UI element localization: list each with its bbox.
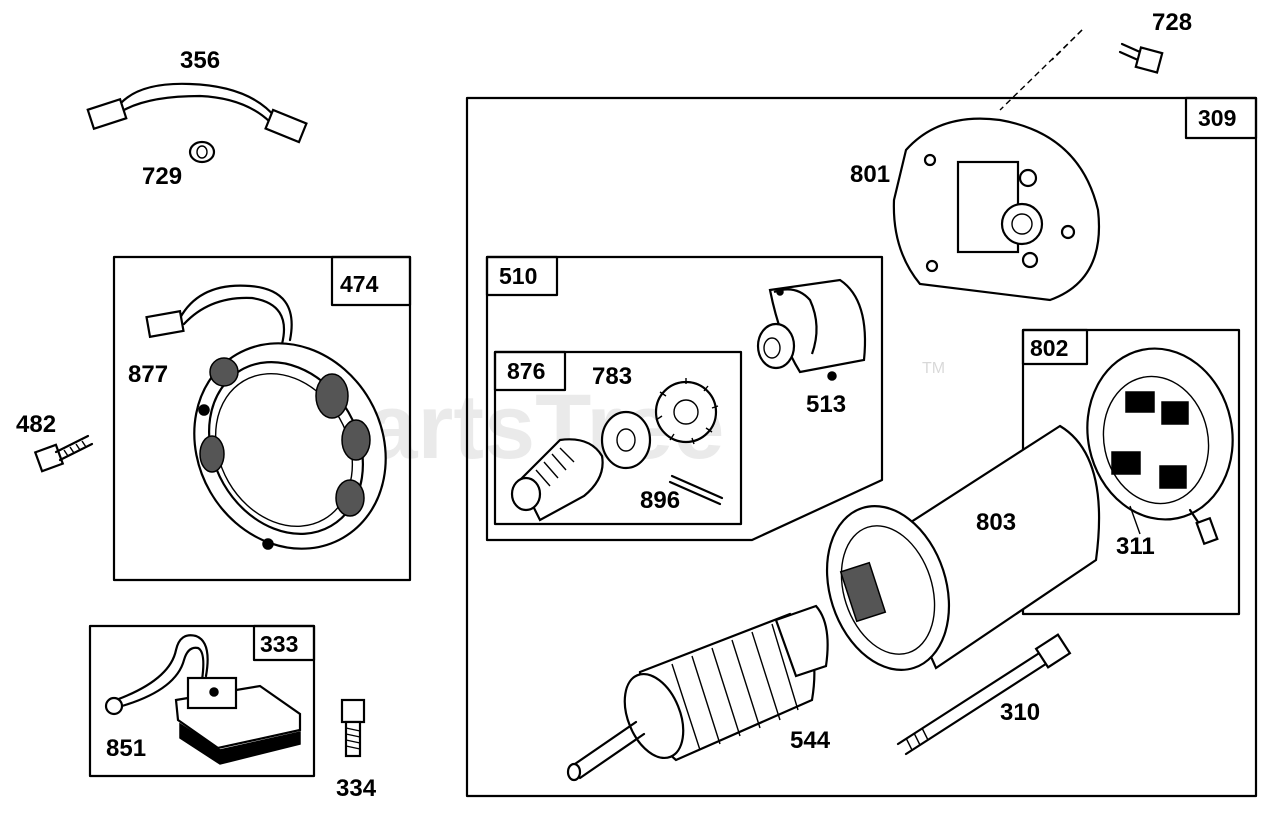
box-876: 876 (493, 350, 743, 526)
label-877: 877 (128, 361, 168, 388)
label-311: 311 (1116, 533, 1155, 560)
label-728: 728 (1152, 9, 1192, 36)
label-851: 851 (106, 735, 146, 762)
label-783: 783 (592, 363, 632, 390)
label-482: 482 (16, 411, 56, 438)
screw-482-drawing (33, 434, 94, 473)
field-frame-803-drawing (825, 424, 1101, 671)
box-label-510: 510 (499, 263, 537, 289)
label-803: 803 (976, 509, 1016, 536)
box-333: 333 (88, 624, 316, 778)
box-309: 309 (465, 96, 1258, 798)
box-label-876: 876 (507, 358, 545, 384)
drive-housing-513-drawing (756, 278, 867, 381)
label-896: 896 (640, 487, 680, 514)
watermark-trademark: TM (922, 360, 945, 377)
screw-334-drawing (340, 698, 366, 758)
box-label-802: 802 (1030, 335, 1068, 361)
leader-311 (1129, 505, 1141, 535)
box-label-333: 333 (260, 631, 298, 657)
wire-harness-356-drawing (86, 82, 308, 144)
label-801: 801 (850, 161, 890, 188)
box-510: 510 (485, 255, 884, 542)
ignition-module-333-drawing (104, 634, 302, 765)
grommet-729-drawing (188, 140, 216, 164)
box-label-309: 309 (1198, 105, 1236, 131)
label-334: 334 (336, 775, 377, 802)
label-513: 513 (806, 391, 846, 418)
armature-544-drawing (566, 604, 829, 782)
through-bolt-310-drawing (896, 633, 1072, 756)
box-474: 474 (112, 255, 412, 582)
label-310: 310 (1000, 699, 1040, 726)
screw-728-drawing (999, 29, 1164, 111)
label-356: 356 (180, 47, 220, 74)
brush-assembly-802-drawing (1086, 347, 1234, 546)
alternator-474-drawing (145, 284, 387, 550)
drive-assembly-876-drawing (510, 378, 724, 522)
label-544: 544 (790, 727, 831, 754)
label-729: 729 (142, 163, 182, 190)
end-plate-801-drawing (892, 117, 1101, 302)
box-label-474: 474 (340, 271, 379, 297)
